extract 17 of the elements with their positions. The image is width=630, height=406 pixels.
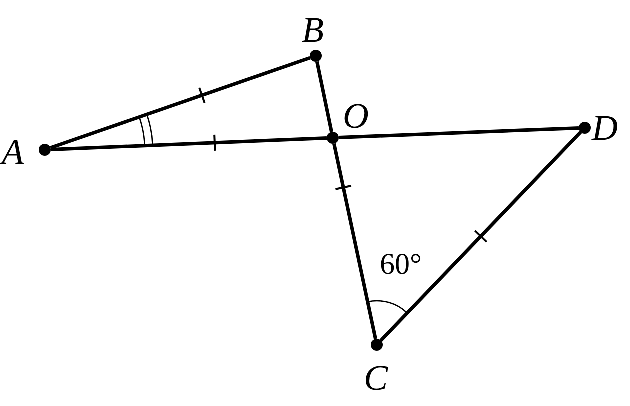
point-dot: [327, 132, 339, 144]
point-label: O: [343, 98, 369, 134]
line-segment: [316, 62, 334, 132]
point-dot: [579, 122, 591, 134]
line-segment: [50, 136, 328, 152]
line-segment: [332, 144, 378, 340]
point-dot: [310, 50, 322, 62]
point-label: D: [592, 110, 618, 146]
point-label: C: [364, 360, 388, 396]
point-label: B: [302, 12, 324, 48]
line-segment: [380, 131, 582, 342]
point-dot: [371, 339, 383, 351]
line-segment: [338, 126, 580, 140]
line-segment: [50, 56, 311, 150]
angle-label: 60°: [380, 250, 422, 280]
point-dot: [39, 144, 51, 156]
point-label: A: [2, 134, 24, 170]
